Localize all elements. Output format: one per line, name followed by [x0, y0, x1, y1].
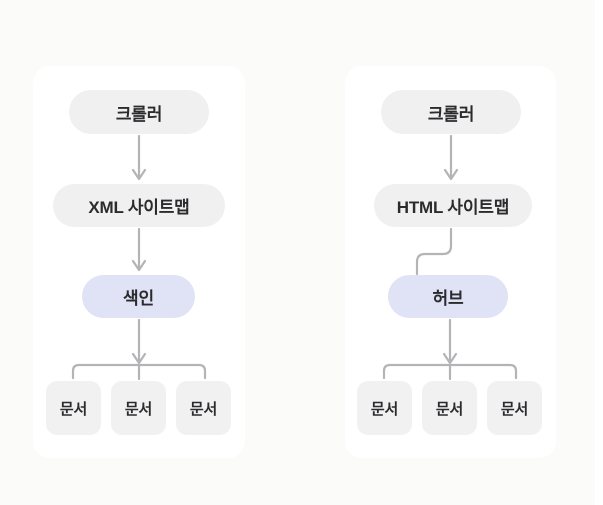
node-right-document-2[interactable]: 문서	[422, 381, 477, 435]
node-left-document-3[interactable]: 문서	[176, 381, 231, 435]
node-left-xml-sitemap[interactable]: XML 사이트맵	[53, 184, 225, 227]
node-right-html-sitemap[interactable]: HTML 사이트맵	[374, 184, 532, 227]
node-right-crawler[interactable]: 크롤러	[381, 90, 521, 134]
node-left-index[interactable]: 색인	[82, 275, 195, 318]
node-left-document-2[interactable]: 문서	[111, 381, 166, 435]
node-right-document-3[interactable]: 문서	[487, 381, 542, 435]
node-right-document-1[interactable]: 문서	[357, 381, 412, 435]
node-left-document-1[interactable]: 문서	[46, 381, 101, 435]
node-right-hub[interactable]: 허브	[388, 275, 508, 318]
node-left-crawler[interactable]: 크롤러	[69, 90, 209, 134]
